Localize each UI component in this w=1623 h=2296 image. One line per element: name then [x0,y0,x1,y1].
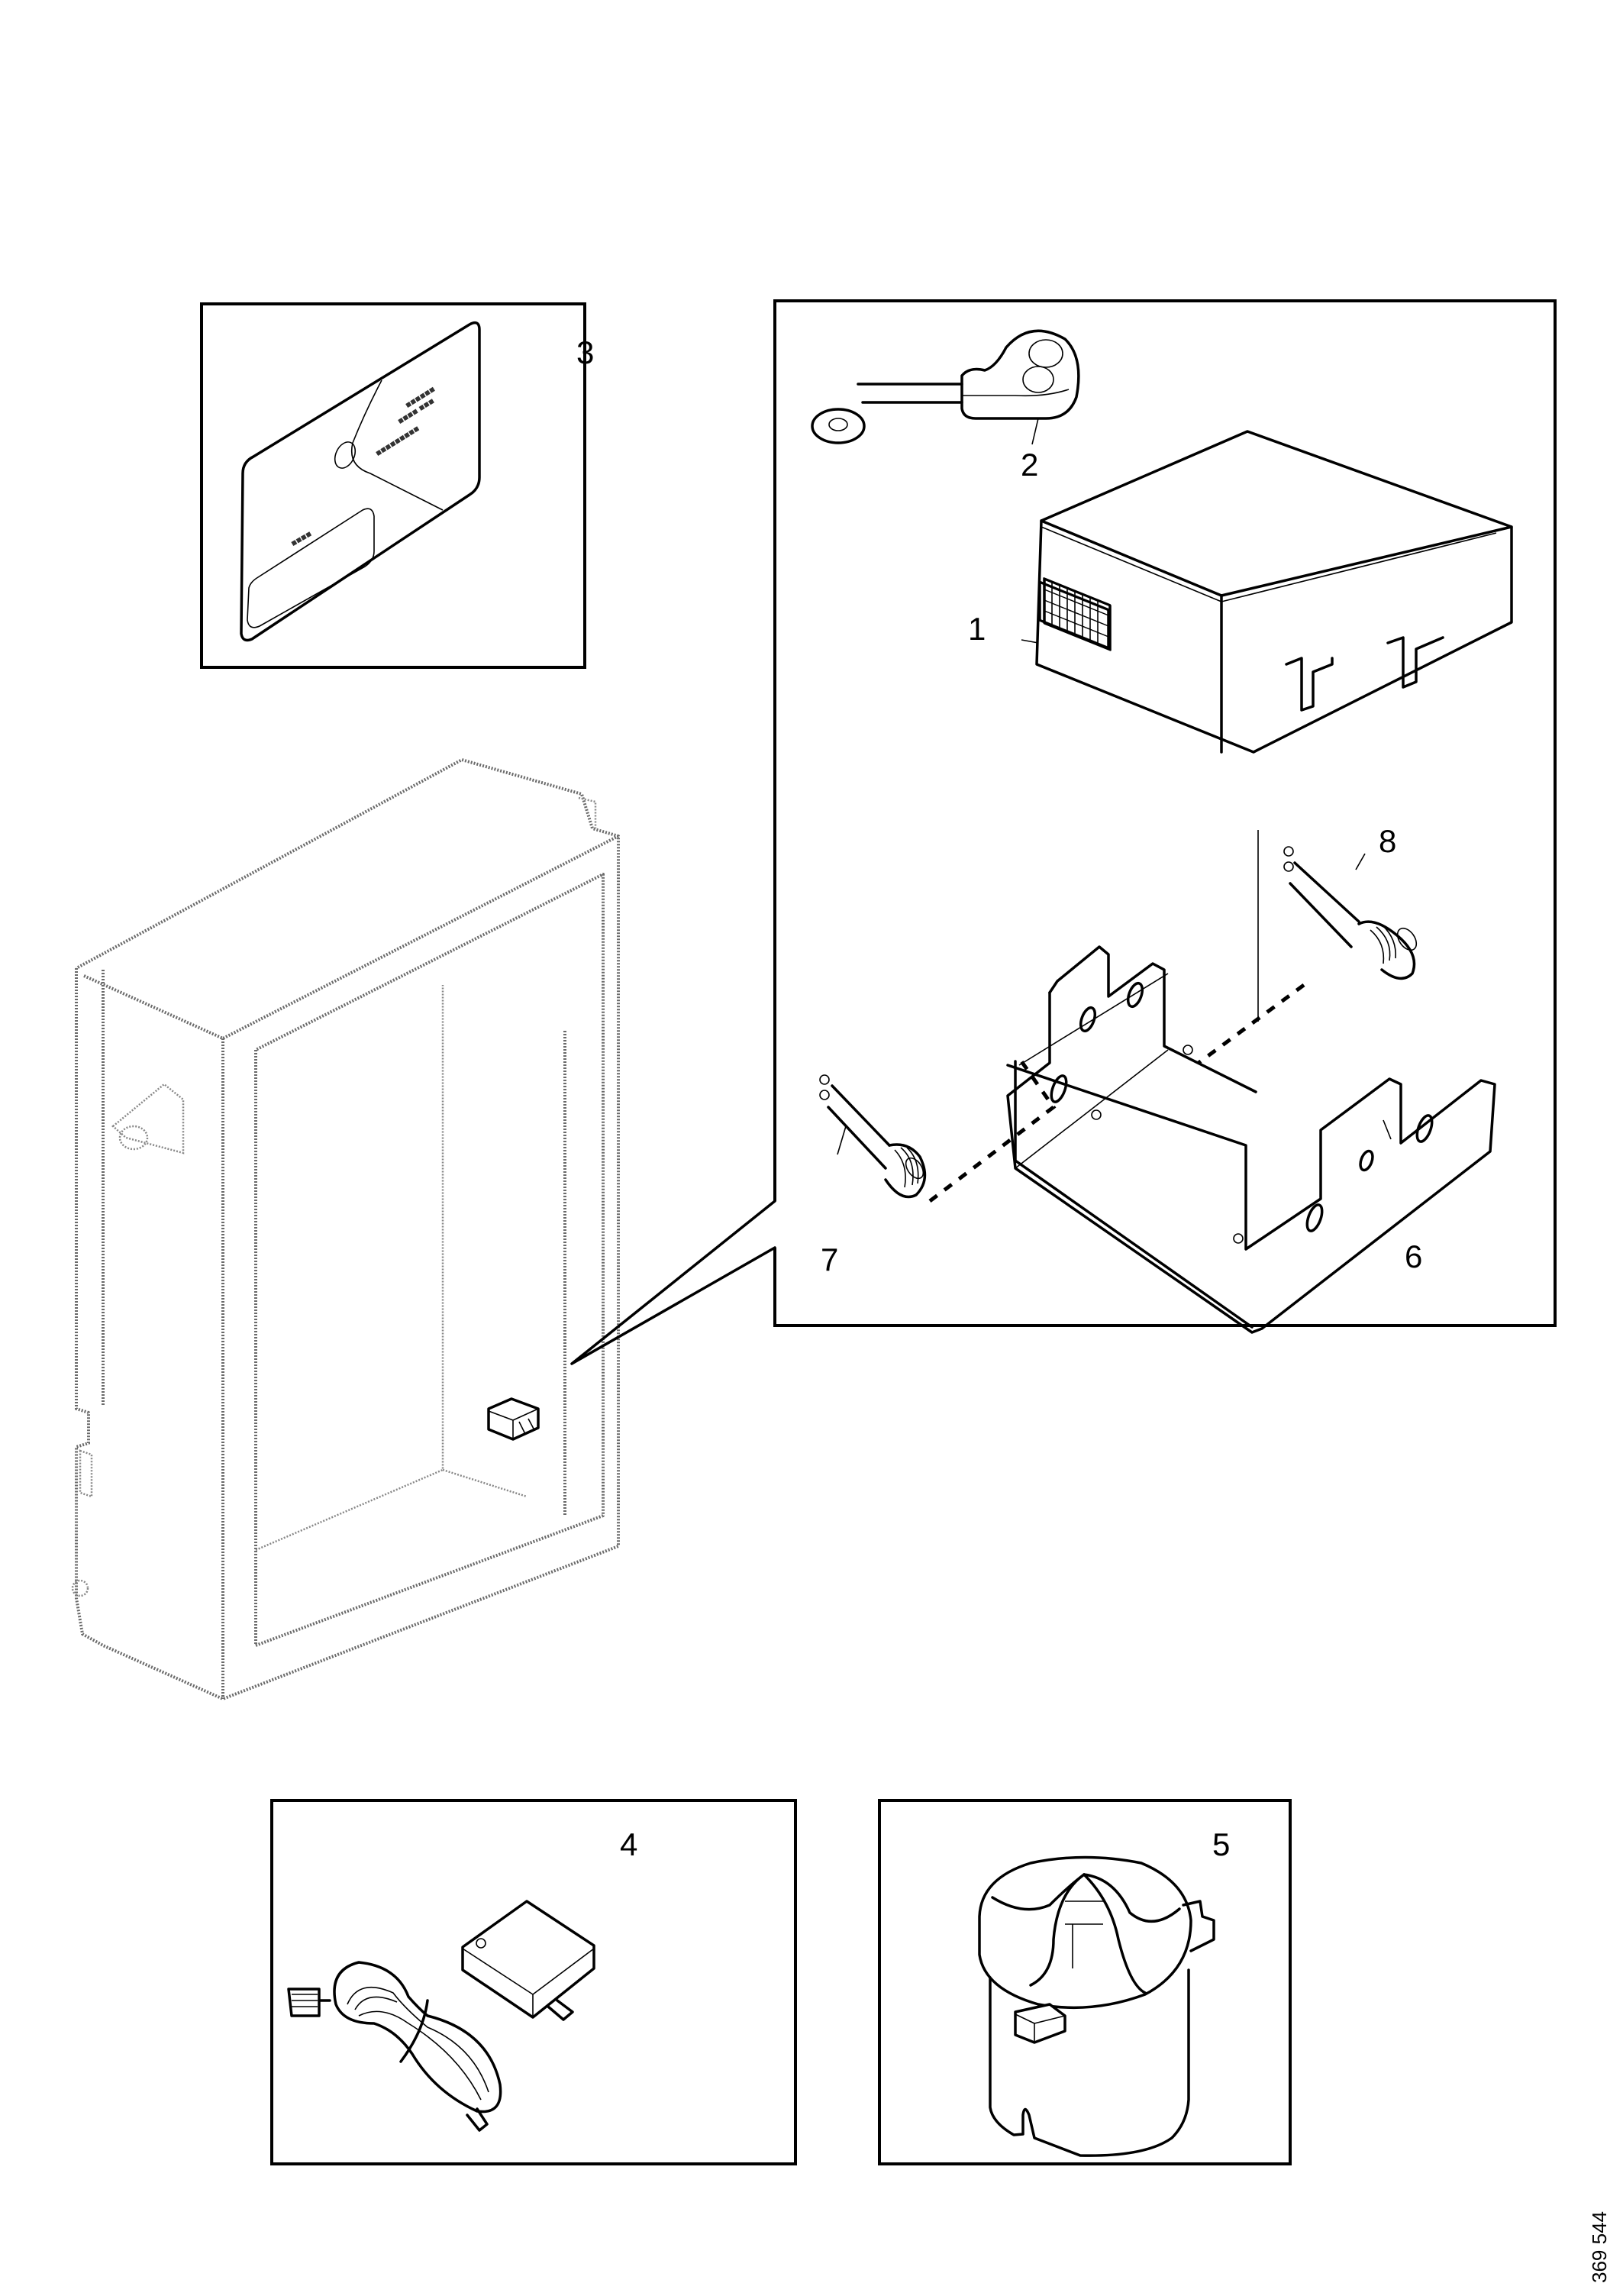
bracket-illustration [1006,945,1496,1334]
assembly-line-7 [928,1060,1057,1203]
card-illustration: ■■■■ ■■■■■■ ■■■■ ■■■ ■■■■■■■■■ [240,321,481,642]
siren-illustration [978,1855,1215,2157]
card-panel: ■■■■ ■■■■■■ ■■■■ ■■■ ■■■■■■■■■ 3 [200,302,594,669]
key-fob-illustration [811,329,1080,445]
switch-8-illustration [1283,846,1418,980]
callout-4: 4 [620,1826,637,1862]
module-illustration [461,1900,595,2021]
harness-panel: 4 [270,1799,797,2165]
reference-number: 369 544 [1588,2211,1611,2283]
svg-text:■■■■: ■■■■ [289,528,314,549]
callout-2: 2 [1021,447,1038,483]
harness-panel-frame [270,1799,797,2165]
siren-panel-frame [878,1799,1292,2165]
callout-6: 6 [1405,1238,1422,1274]
switch-7-illustration [819,1074,927,1199]
cabinet-illustration [71,758,620,1700]
callout-7: 7 [821,1242,838,1277]
callout-3: 3 [576,334,594,370]
main-panel: 2 1 8 [773,299,1557,1334]
card-panel-frame [200,302,586,669]
main-panel-frame [773,299,1557,1327]
control-unit-location-marker [487,1397,540,1441]
siren-panel: 5 [878,1799,1292,2165]
callout-5: 5 [1212,1826,1230,1862]
control-unit-illustration [1021,430,1513,754]
callout-8: 8 [1379,823,1396,859]
callout-1: 1 [968,611,986,647]
svg-text:■■■■■■■■■: ■■■■■■■■■ [373,423,421,458]
harness-illustration [287,1961,502,2132]
assembly-line-8 [1197,983,1305,1065]
zoom-leader-lines [570,1200,776,1365]
